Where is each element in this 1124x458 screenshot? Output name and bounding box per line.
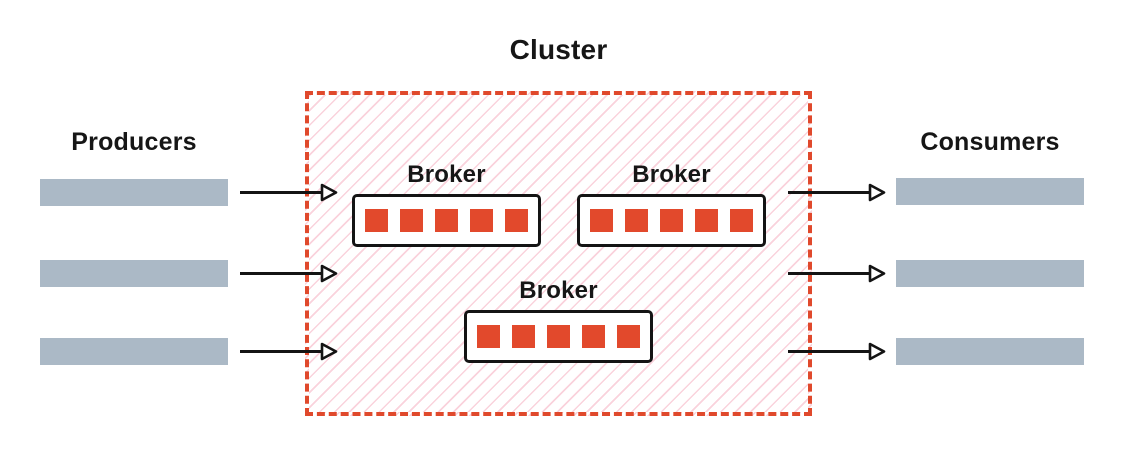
consumer-bar [896,178,1084,205]
broker: Broker [464,277,653,363]
partition-square [590,209,613,232]
broker: Broker [352,161,541,247]
partition-square [435,209,458,232]
partition-square [617,325,640,348]
cluster-title: Cluster [509,34,608,65]
producer-to-cluster-arrow-icon [240,183,338,202]
partition-square [695,209,718,232]
producers-label: Producers [71,128,197,156]
producer-bar [40,179,228,206]
cluster-boundary [305,91,812,416]
partition-square [512,325,535,348]
partition-square [730,209,753,232]
broker-box [464,310,653,363]
broker-box [577,194,766,247]
consumers-label: Consumers [920,128,1060,156]
producer-bar [40,260,228,287]
broker-box [352,194,541,247]
partition-square [660,209,683,232]
partition-square [365,209,388,232]
broker-label: Broker [632,161,711,188]
partition-square [582,325,605,348]
consumer-bar [896,338,1084,365]
cluster-to-consumer-arrow-icon [788,264,886,283]
partition-square [505,209,528,232]
partition-square [547,325,570,348]
consumer-bar [896,260,1084,287]
cluster-to-consumer-arrow-icon [788,342,886,361]
producer-to-cluster-arrow-icon [240,264,338,283]
broker-label: Broker [407,161,486,188]
partition-square [470,209,493,232]
broker-label: Broker [519,277,598,304]
partition-square [625,209,648,232]
producer-bar [40,338,228,365]
partition-square [400,209,423,232]
cluster-to-consumer-arrow-icon [788,183,886,202]
producer-to-cluster-arrow-icon [240,342,338,361]
partition-square [477,325,500,348]
broker: Broker [577,161,766,247]
